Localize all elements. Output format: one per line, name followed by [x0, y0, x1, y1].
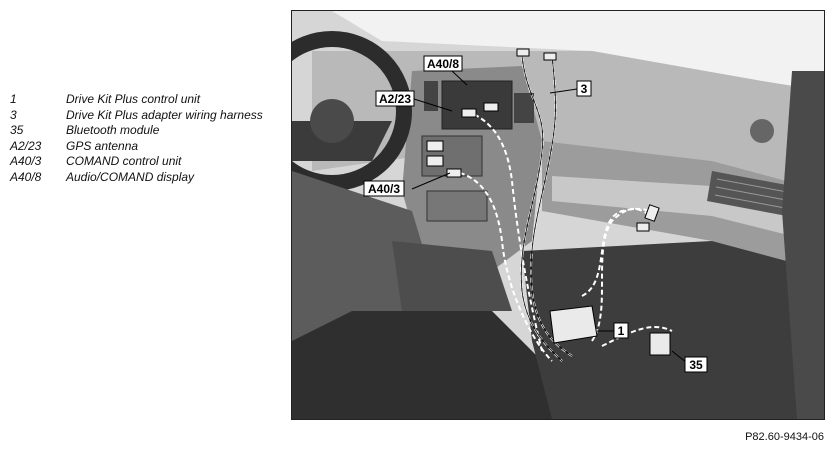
bluetooth-module-icon	[649, 332, 671, 356]
legend: 1 Drive Kit Plus control unit 3 Drive Ki…	[10, 92, 280, 185]
legend-description: Drive Kit Plus adapter wiring harness	[66, 107, 263, 122]
callout-label: A40/8	[427, 57, 459, 71]
callout-label: A40/3	[368, 182, 400, 196]
air-vent-icon	[707, 171, 792, 216]
display-screen	[441, 80, 513, 130]
gps-antenna-icon	[461, 108, 477, 118]
legend-description: Drive Kit Plus control unit	[66, 92, 201, 106]
connector-icon	[543, 52, 557, 61]
legend-code: A40/3	[10, 154, 42, 168]
control-unit-icon	[549, 305, 598, 344]
callout-a2-23: A2/23	[375, 90, 415, 107]
windshield	[332, 11, 824, 91]
steering-wheel-icon	[292, 31, 412, 191]
legend-row: A40/3 COMAND control unit	[10, 154, 280, 170]
callout-35: 35	[684, 356, 708, 373]
legend-description: GPS antenna	[66, 138, 139, 153]
callout-3: 3	[576, 80, 592, 97]
figure-reference: P82.60-9434-06	[745, 431, 824, 443]
callout-label: 3	[581, 82, 588, 96]
legend-row: A40/8 Audio/COMAND display	[10, 170, 280, 186]
callout-label: 35	[689, 358, 703, 372]
legend-code: 35	[10, 123, 24, 137]
footwell	[522, 241, 824, 419]
legend-description: Bluetooth module	[66, 123, 160, 137]
legend-row: 35 Bluetooth module	[10, 123, 280, 139]
legend-row: 3 Drive Kit Plus adapter wiring harness	[10, 108, 280, 124]
legend-code: 3	[10, 107, 17, 122]
legend-code: 1	[10, 92, 17, 106]
callout-label: A2/23	[379, 92, 411, 106]
callout-a40-3: A40/3	[363, 180, 405, 197]
callout-1: 1	[613, 322, 629, 339]
legend-description: Audio/COMAND display	[66, 169, 195, 184]
legend-row: A2/23 GPS antenna	[10, 139, 280, 155]
connector-icon	[516, 48, 530, 57]
speaker-icon	[750, 119, 774, 143]
callout-label: 1	[618, 324, 625, 338]
dashboard-illustration: A40/8 A2/23 A40/3 3 1 35	[291, 10, 825, 420]
legend-code: A2/23	[10, 138, 42, 153]
legend-description: COMAND control unit	[66, 154, 182, 168]
callout-a40-8: A40/8	[423, 55, 463, 72]
legend-row: 1 Drive Kit Plus control unit	[10, 92, 280, 108]
seat	[292, 311, 552, 419]
legend-code: A40/8	[10, 169, 42, 184]
